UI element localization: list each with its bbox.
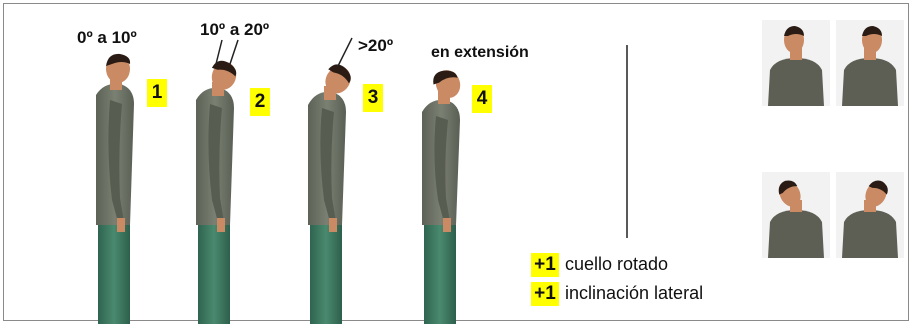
number-4: 4 — [472, 86, 492, 112]
number-2: 2 — [250, 89, 270, 115]
label-pos-4: en extensión — [431, 44, 529, 62]
number-3: 3 — [363, 85, 383, 111]
label-pos-1: 0º a 10º — [77, 28, 137, 48]
thumb-rotated-left — [762, 20, 830, 106]
thumb-rotated-right — [836, 20, 904, 106]
thumb-lateral-right — [836, 172, 904, 258]
legend-plus-rotated: +1 — [531, 253, 559, 277]
thumb-lateral-left — [762, 172, 830, 258]
figure-2 — [196, 40, 240, 324]
legend-plus-lateral: +1 — [531, 282, 559, 306]
label-pos-2: 10º a 20º — [200, 20, 269, 40]
figure-4 — [422, 67, 464, 324]
figure-1 — [96, 54, 134, 324]
number-1: 1 — [147, 80, 167, 106]
label-pos-3: >20º — [358, 36, 393, 56]
legend-rotated-text: cuello rotado — [565, 254, 668, 275]
legend-lateral-text: inclinación lateral — [565, 283, 703, 304]
figure-3 — [308, 38, 356, 324]
